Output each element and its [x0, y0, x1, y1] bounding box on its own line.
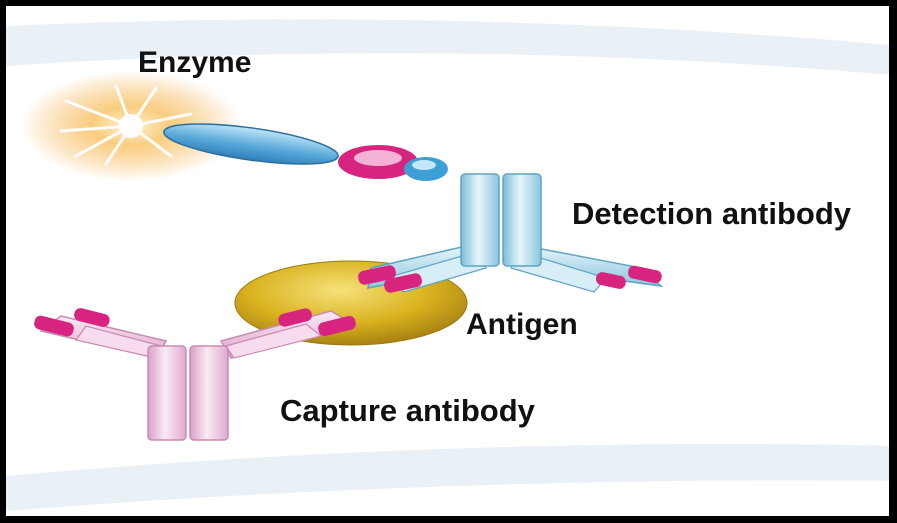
detection-antibody — [357, 174, 663, 294]
capture-antibody-label: Capture antibody — [280, 393, 535, 429]
enzyme-label: Enzyme — [138, 46, 251, 80]
detection-antibody-label: Detection antibody — [572, 196, 851, 232]
background-band-bottom — [6, 444, 897, 511]
antigen-label: Antigen — [466, 308, 578, 342]
sandwich-elisa-diagram — [6, 6, 897, 523]
